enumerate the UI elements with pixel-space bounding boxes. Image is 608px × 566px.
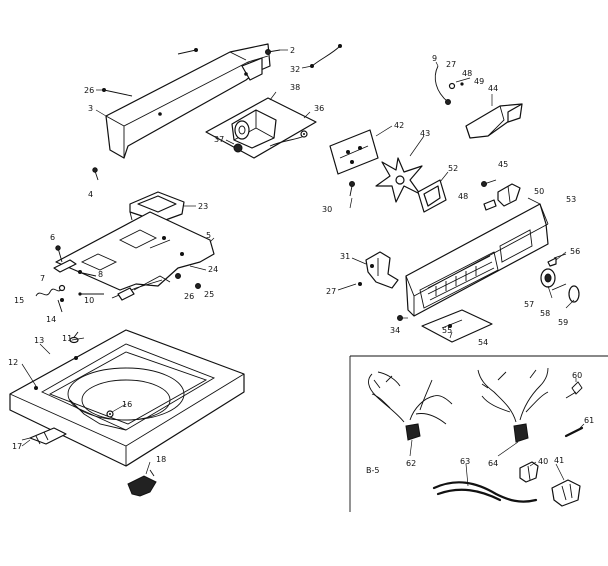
callout: 32 bbox=[290, 65, 300, 74]
wire-part bbox=[337, 283, 357, 291]
callout: 4 bbox=[88, 190, 93, 199]
callout: 50 bbox=[534, 187, 544, 196]
callout: 42 bbox=[394, 121, 404, 130]
hinge-part bbox=[21, 427, 67, 445]
callout: 34 bbox=[390, 326, 400, 335]
callout: 60 bbox=[572, 371, 582, 380]
callout: 7 bbox=[40, 274, 45, 283]
callout: 48 bbox=[458, 192, 468, 201]
bracket-foot-part bbox=[127, 469, 157, 497]
callout: 30 bbox=[322, 205, 332, 214]
callout: 49 bbox=[474, 77, 484, 86]
wire-clip-part bbox=[103, 89, 133, 97]
control-console-panel-part bbox=[405, 203, 549, 317]
callout: 2 bbox=[290, 46, 295, 55]
callout: 24 bbox=[208, 265, 218, 274]
callout: 36 bbox=[314, 104, 324, 113]
washer-top-cover-part bbox=[9, 329, 245, 467]
knob-part bbox=[540, 253, 580, 303]
callout: 54 bbox=[478, 338, 488, 347]
star-knob-part bbox=[375, 157, 423, 203]
callout: 26 bbox=[84, 86, 94, 95]
callout: 38 bbox=[290, 83, 300, 92]
callout: 40 bbox=[538, 457, 548, 466]
callout: 13 bbox=[34, 336, 44, 345]
callout: 17 bbox=[12, 442, 22, 451]
timer-bracket-part bbox=[205, 97, 317, 159]
callout: 55 bbox=[442, 326, 452, 335]
bezel-plate-part bbox=[417, 179, 447, 213]
callout: 11 bbox=[62, 334, 72, 343]
callout: 48 bbox=[462, 69, 472, 78]
lid-hinge-part bbox=[129, 191, 185, 223]
callout: 59 bbox=[558, 318, 568, 327]
callout: 23 bbox=[198, 202, 208, 211]
callout: 62 bbox=[406, 459, 416, 468]
callout: 27 bbox=[446, 60, 456, 69]
callout: 41 bbox=[554, 456, 564, 465]
callout: 27 bbox=[326, 287, 336, 296]
callout: 37 bbox=[214, 135, 224, 144]
console-backsplash-part bbox=[105, 43, 271, 159]
callout: 58 bbox=[540, 309, 550, 318]
callout: 8 bbox=[98, 270, 103, 279]
callout-labels: 2 32 26 3 4 38 36 37 9 27 48 49 44 42 43… bbox=[8, 46, 594, 475]
bracket-plate-part bbox=[421, 309, 493, 343]
latch-part bbox=[53, 245, 97, 277]
wire-harness-part bbox=[434, 65, 471, 105]
callout: 52 bbox=[448, 164, 458, 173]
screw-part bbox=[397, 315, 403, 321]
callout: 3 bbox=[88, 104, 93, 113]
callout: 10 bbox=[84, 296, 94, 305]
bracket-part bbox=[465, 103, 523, 139]
lid-switch-arm-part bbox=[111, 273, 201, 301]
leader-lines bbox=[21, 49, 585, 487]
callout: 44 bbox=[488, 84, 498, 93]
callout: 45 bbox=[498, 160, 508, 169]
callout: 6 bbox=[50, 233, 55, 242]
callout: 61 bbox=[584, 416, 594, 425]
screw-part bbox=[349, 181, 355, 197]
wire-clip-part bbox=[177, 49, 197, 55]
screw-part bbox=[92, 167, 99, 181]
callout: 53 bbox=[566, 195, 576, 204]
spring-part bbox=[35, 284, 104, 313]
callout: 56 bbox=[570, 247, 580, 256]
callout: 9 bbox=[432, 54, 437, 63]
callout: 15 bbox=[14, 296, 24, 305]
callout: B-5 bbox=[366, 466, 379, 475]
callout: 64 bbox=[488, 459, 498, 468]
switch-part bbox=[481, 179, 521, 211]
callout: 26 bbox=[184, 292, 194, 301]
callout: 5 bbox=[206, 231, 211, 240]
callout: 12 bbox=[8, 358, 18, 367]
lid-switch-part bbox=[365, 251, 399, 289]
screw-part bbox=[265, 49, 281, 55]
callout: 25 bbox=[204, 290, 214, 299]
callout: 43 bbox=[420, 129, 430, 138]
callout: 16 bbox=[122, 400, 132, 409]
switch-plate-part bbox=[329, 129, 379, 175]
wiring-harness-inset bbox=[349, 355, 608, 512]
callout: 31 bbox=[340, 252, 350, 261]
callout: 57 bbox=[524, 300, 534, 309]
wire-part bbox=[311, 45, 341, 67]
callout: 18 bbox=[156, 455, 166, 464]
top-bracket-plate-part bbox=[55, 211, 215, 291]
callout: 14 bbox=[46, 315, 56, 324]
callout: 63 bbox=[460, 457, 470, 466]
